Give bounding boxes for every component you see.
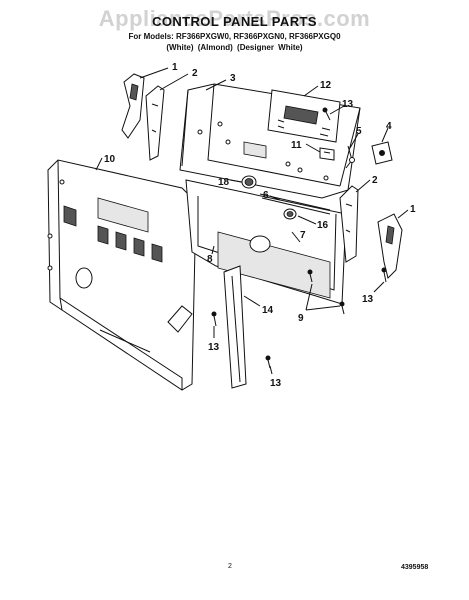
- part-knob: [241, 175, 257, 189]
- callout-9: 9: [298, 313, 304, 324]
- part-manifold-panel: [185, 179, 347, 305]
- part-knob-small: [283, 208, 297, 220]
- callout-3: 3: [230, 73, 236, 84]
- callout-2-top: 2: [192, 68, 198, 79]
- callout-6: 6: [263, 190, 269, 201]
- diagram-title: CONTROL PANEL PARTS: [152, 14, 317, 29]
- callout-14: 14: [262, 305, 274, 316]
- leader-lines: [95, 67, 409, 375]
- part-overlay: [267, 89, 341, 143]
- part-end-bracket-left: [145, 85, 165, 161]
- callout-13-left: 13: [208, 342, 220, 353]
- callouts: 1 2 3 12 13 5 4 11 10 18 6 2 1 16 7 8 13…: [104, 62, 416, 389]
- callout-7: 7: [300, 230, 306, 241]
- callout-13-bottom: 13: [270, 378, 282, 389]
- callout-2-right: 2: [372, 175, 378, 186]
- callout-1-top: 1: [172, 62, 178, 73]
- part-end-cap-right: [377, 213, 403, 279]
- page-number: 2: [228, 563, 232, 570]
- part-rear-panel: [47, 159, 197, 391]
- callout-16: 16: [317, 220, 329, 231]
- part-side-panel: [223, 265, 247, 389]
- callout-11: 11: [291, 140, 302, 151]
- callout-8: 8: [207, 254, 213, 265]
- model-list: For Models: RF366PXGW0, RF366PXGN0, RF36…: [128, 32, 341, 41]
- part-end-cap-left: [121, 73, 145, 139]
- document-number: 4395958: [401, 564, 429, 571]
- callout-5: 5: [356, 126, 362, 137]
- callout-13-top: 13: [342, 99, 354, 110]
- callout-13-right: 13: [362, 294, 374, 305]
- part-bracket: [345, 145, 355, 169]
- part-switch: [371, 141, 393, 165]
- part-end-bracket-right: [339, 185, 359, 263]
- callout-4: 4: [386, 121, 392, 132]
- callout-10: 10: [104, 154, 116, 165]
- callout-18: 18: [218, 177, 230, 188]
- part-clock: [319, 147, 335, 161]
- color-variants: (White) (Almond) (Designer White): [166, 43, 303, 52]
- callout-12: 12: [320, 80, 332, 91]
- callout-1-right: 1: [410, 204, 416, 215]
- screws: [211, 107, 387, 369]
- watermark: AppliancePartsPros.com: [98, 6, 371, 31]
